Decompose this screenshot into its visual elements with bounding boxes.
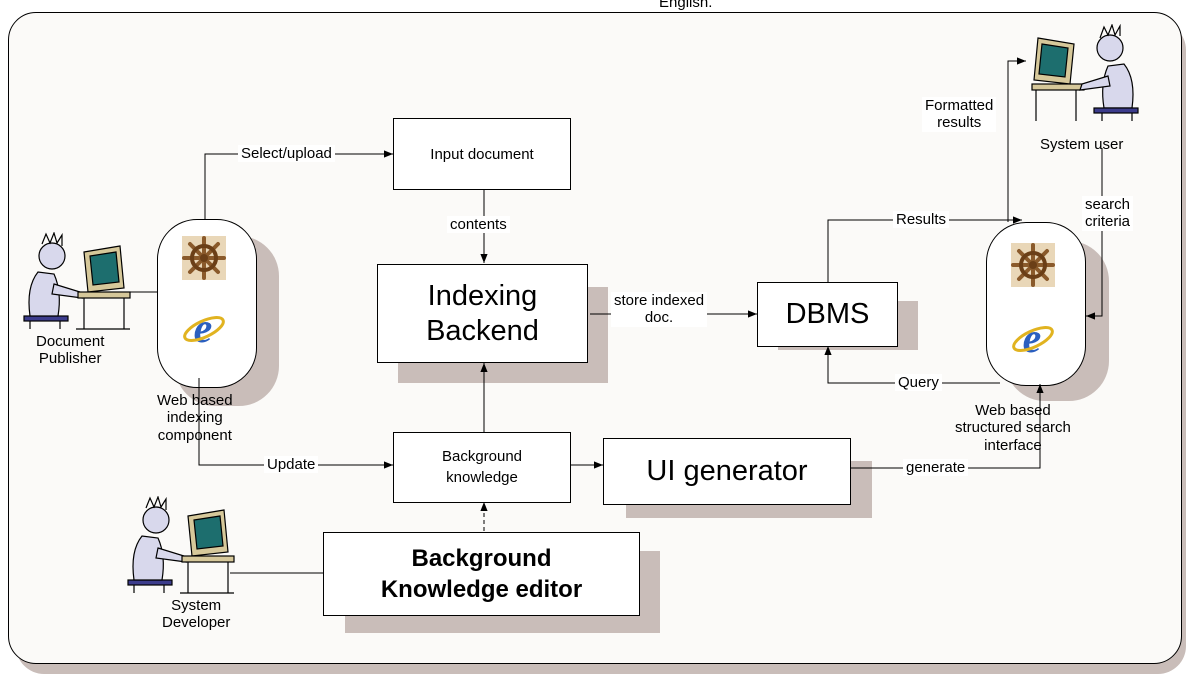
store-indexed-label: store indexed doc. — [611, 292, 708, 327]
indexing-component-label: Web based indexing component — [157, 392, 233, 444]
generate-label: generate — [903, 459, 969, 477]
update-label: Update — [264, 456, 319, 474]
person-at-computer-icon — [20, 231, 132, 330]
query-connector — [824, 346, 1000, 384]
search-interface-label: Web based structured search interface — [955, 402, 1071, 454]
ui-generator-label: UI generator — [646, 455, 808, 487]
search-criteria-label: search criteria — [1082, 196, 1134, 231]
query-label: Query — [895, 374, 942, 392]
system-user-label: System user — [1040, 136, 1124, 153]
update-connector — [198, 378, 393, 469]
search-criteria-connector — [1086, 148, 1103, 320]
ui-generator-box: UI generator — [603, 438, 851, 505]
indexing-backend-label: Indexing Backend — [426, 279, 539, 347]
select-upload-label: Select/upload — [238, 145, 335, 163]
internet-explorer-icon: e — [1010, 314, 1056, 362]
input-document-box: Input document — [393, 118, 571, 190]
background-knowledge-label: Background knowledge — [441, 448, 523, 486]
top-text-fragment: English. — [655, 0, 717, 12]
person-at-computer-icon — [1030, 23, 1142, 122]
indexing-backend-box: Indexing Backend — [377, 264, 588, 363]
select-upload-connector — [204, 150, 393, 219]
dbms-box: DBMS — [757, 282, 898, 347]
document-publisher-label: Document Publisher — [36, 333, 105, 368]
svg-text:e: e — [1023, 316, 1042, 360]
contents-label: contents — [447, 216, 510, 234]
formatted-results-connector — [1007, 57, 1026, 222]
person-at-computer-icon — [124, 495, 236, 594]
helm-wheel-icon — [1010, 242, 1056, 288]
svg-text:e: e — [194, 306, 213, 350]
results-label: Results — [893, 211, 950, 229]
bk-editor-label: Background Knowledge editor — [380, 544, 583, 603]
system-developer-label: System Developer — [162, 597, 231, 632]
helm-wheel-icon — [181, 235, 227, 281]
input-document-label: Input document — [430, 145, 534, 163]
formatted-results-label: Formatted results — [922, 97, 997, 132]
internet-explorer-icon: e — [181, 304, 227, 352]
results-connector — [827, 216, 1022, 282]
background-knowledge-box: Background knowledge — [393, 432, 571, 503]
bk-editor-box: Background Knowledge editor — [323, 532, 640, 616]
dbms-label: DBMS — [785, 298, 870, 330]
